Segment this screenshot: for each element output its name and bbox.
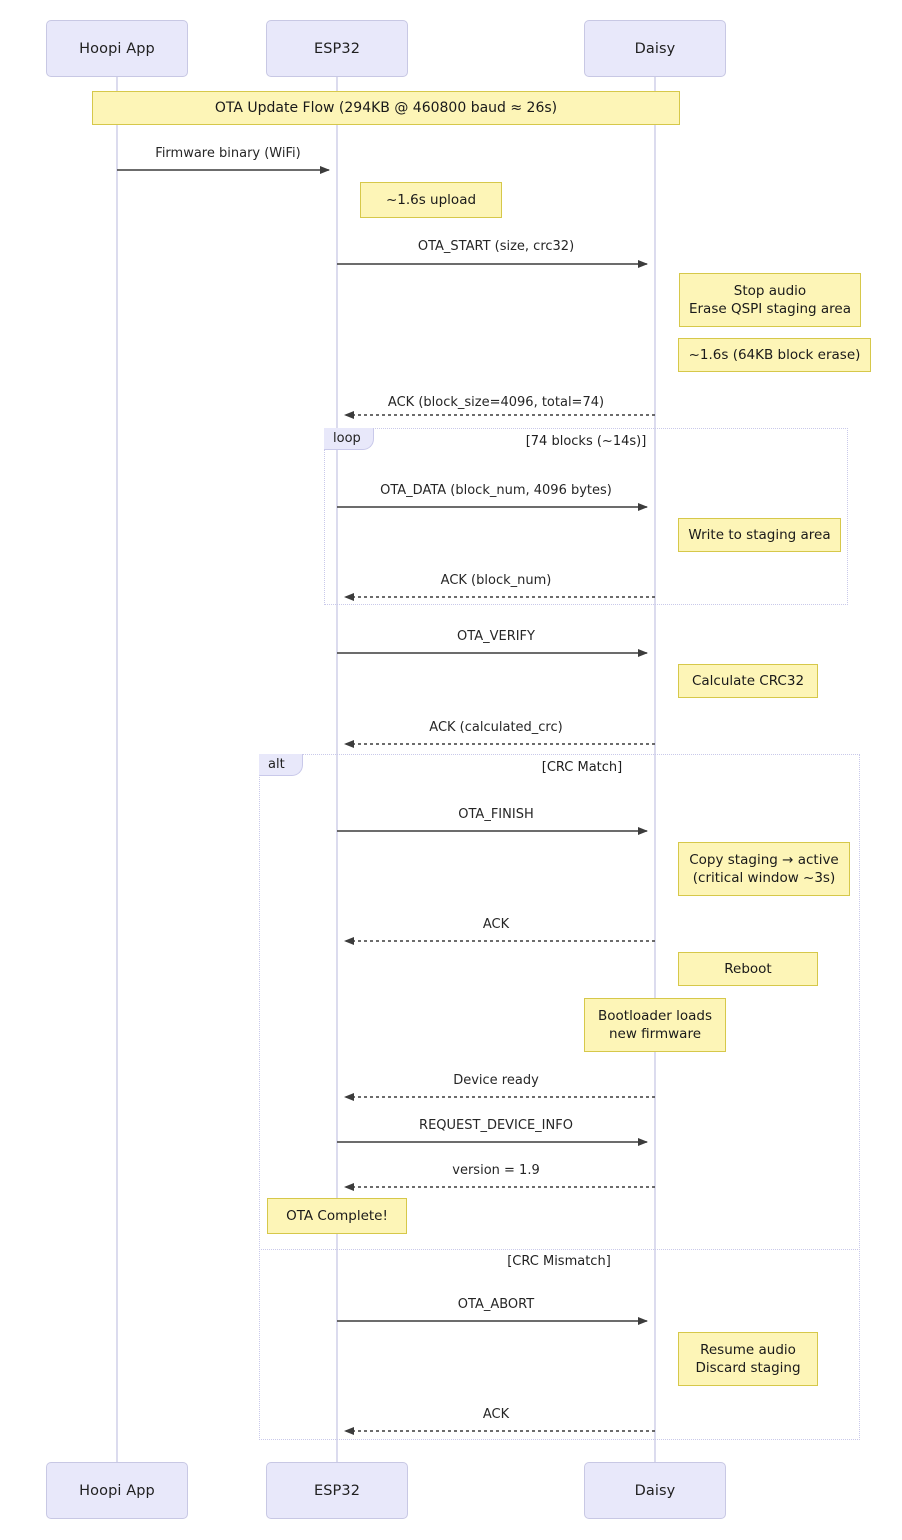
note-text: ~1.6s upload	[385, 191, 477, 208]
message-label-m1: Firmware binary (WiFi)	[155, 146, 300, 161]
note-stop-audio-erase-qspi: Stop audio Erase QSPI staging area	[679, 273, 861, 327]
note-ota-complete: OTA Complete!	[267, 1198, 407, 1234]
note-calculate-crc32: Calculate CRC32	[678, 664, 818, 698]
fragment-alt-divider	[259, 1249, 860, 1250]
fragment-alt-tab: alt	[259, 754, 303, 776]
participant-label: Hoopi App	[79, 1482, 155, 1499]
note-resume-audio-discard-staging: Resume audio Discard staging	[678, 1332, 818, 1386]
message-text: OTA_FINISH	[458, 807, 534, 822]
fragment-alt-condition-mismatch: [CRC Mismatch]	[507, 1254, 611, 1269]
message-label-m2: OTA_START (size, crc32)	[418, 239, 574, 254]
participant-label: ESP32	[313, 40, 361, 57]
participant-esp32-bottom[interactable]: ESP32	[266, 1462, 408, 1519]
message-text: OTA_DATA (block_num, 4096 bytes)	[380, 483, 612, 498]
participant-hoopi-top[interactable]: Hoopi App	[46, 20, 188, 77]
message-text: OTA_START (size, crc32)	[417, 239, 575, 254]
note-header-ota-update-flow: OTA Update Flow (294KB @ 460800 baud ≈ 2…	[92, 91, 680, 125]
note-upload-duration: ~1.6s upload	[360, 182, 502, 218]
participant-daisy-top[interactable]: Daisy	[584, 20, 726, 77]
message-text: OTA_ABORT	[457, 1297, 535, 1312]
message-text: ACK (block_num)	[440, 573, 552, 588]
note-reboot: Reboot	[678, 952, 818, 986]
participant-hoopi-bottom[interactable]: Hoopi App	[46, 1462, 188, 1519]
message-label-m4: OTA_DATA (block_num, 4096 bytes)	[380, 483, 612, 498]
note-bootloader-loads-new-firmware: Bootloader loads new firmware	[584, 998, 726, 1052]
message-label-m6: OTA_VERIFY	[457, 629, 535, 644]
note-text: Write to staging area	[688, 526, 831, 543]
note-block-erase-duration: ~1.6s (64KB block erase)	[678, 338, 871, 372]
message-label-m14: ACK	[483, 1407, 509, 1422]
note-text: OTA Complete!	[286, 1207, 388, 1224]
fragment-loop-condition: [74 blocks (~14s)]	[526, 434, 647, 449]
fragment-condition-label: [CRC Mismatch]	[507, 1254, 611, 1269]
note-text: OTA Update Flow (294KB @ 460800 baud ≈ 2…	[214, 99, 558, 116]
message-label-m13: OTA_ABORT	[458, 1297, 534, 1312]
message-label-m5: ACK (block_num)	[441, 573, 552, 588]
message-text: ACK (calculated_crc)	[429, 720, 563, 735]
fragment-tab-label: loop	[333, 431, 361, 446]
message-label-m7: ACK (calculated_crc)	[429, 720, 562, 735]
note-text: ~1.6s (64KB block erase)	[688, 346, 861, 363]
message-text: Firmware binary (WiFi)	[155, 146, 301, 161]
message-label-m11: REQUEST_DEVICE_INFO	[419, 1118, 573, 1133]
fragment-condition-label: [CRC Match]	[541, 760, 623, 775]
participant-label: Daisy	[634, 1482, 676, 1499]
message-label-m9: ACK	[483, 917, 509, 932]
note-text: Reboot	[724, 960, 772, 977]
message-text: Device ready	[453, 1073, 539, 1088]
participant-label: Hoopi App	[79, 40, 155, 57]
note-text: Stop audio Erase QSPI staging area	[688, 282, 852, 317]
fragment-loop-tab: loop	[324, 428, 374, 450]
message-arrows	[117, 166, 655, 1435]
fragment-condition-label: [74 blocks (~14s)]	[525, 434, 647, 449]
message-text: REQUEST_DEVICE_INFO	[419, 1118, 573, 1133]
note-text: Resume audio Discard staging	[695, 1341, 801, 1376]
message-text: ACK	[482, 1407, 510, 1422]
note-text: Copy staging → active (critical window ~…	[689, 851, 839, 886]
note-text: Calculate CRC32	[691, 672, 805, 689]
participant-label: ESP32	[313, 1482, 361, 1499]
message-label-m10: Device ready	[453, 1073, 539, 1088]
note-text: Bootloader loads new firmware	[598, 1007, 712, 1042]
message-text: OTA_VERIFY	[457, 629, 535, 644]
fragment-alt-condition-match: [CRC Match]	[542, 760, 622, 775]
message-label-m3: ACK (block_size=4096, total=74)	[388, 395, 604, 410]
participant-label: Daisy	[634, 40, 676, 57]
message-text: ACK (block_size=4096, total=74)	[387, 395, 605, 410]
participant-daisy-bottom[interactable]: Daisy	[584, 1462, 726, 1519]
fragment-tab-label: alt	[268, 757, 285, 772]
message-text: version = 1.9	[452, 1163, 540, 1178]
message-label-m8: OTA_FINISH	[458, 807, 533, 822]
participant-esp32-top[interactable]: ESP32	[266, 20, 408, 77]
note-write-to-staging-area: Write to staging area	[678, 518, 841, 552]
message-text: ACK	[482, 917, 510, 932]
message-label-m12: version = 1.9	[452, 1163, 539, 1178]
note-copy-staging-to-active: Copy staging → active (critical window ~…	[678, 842, 850, 896]
